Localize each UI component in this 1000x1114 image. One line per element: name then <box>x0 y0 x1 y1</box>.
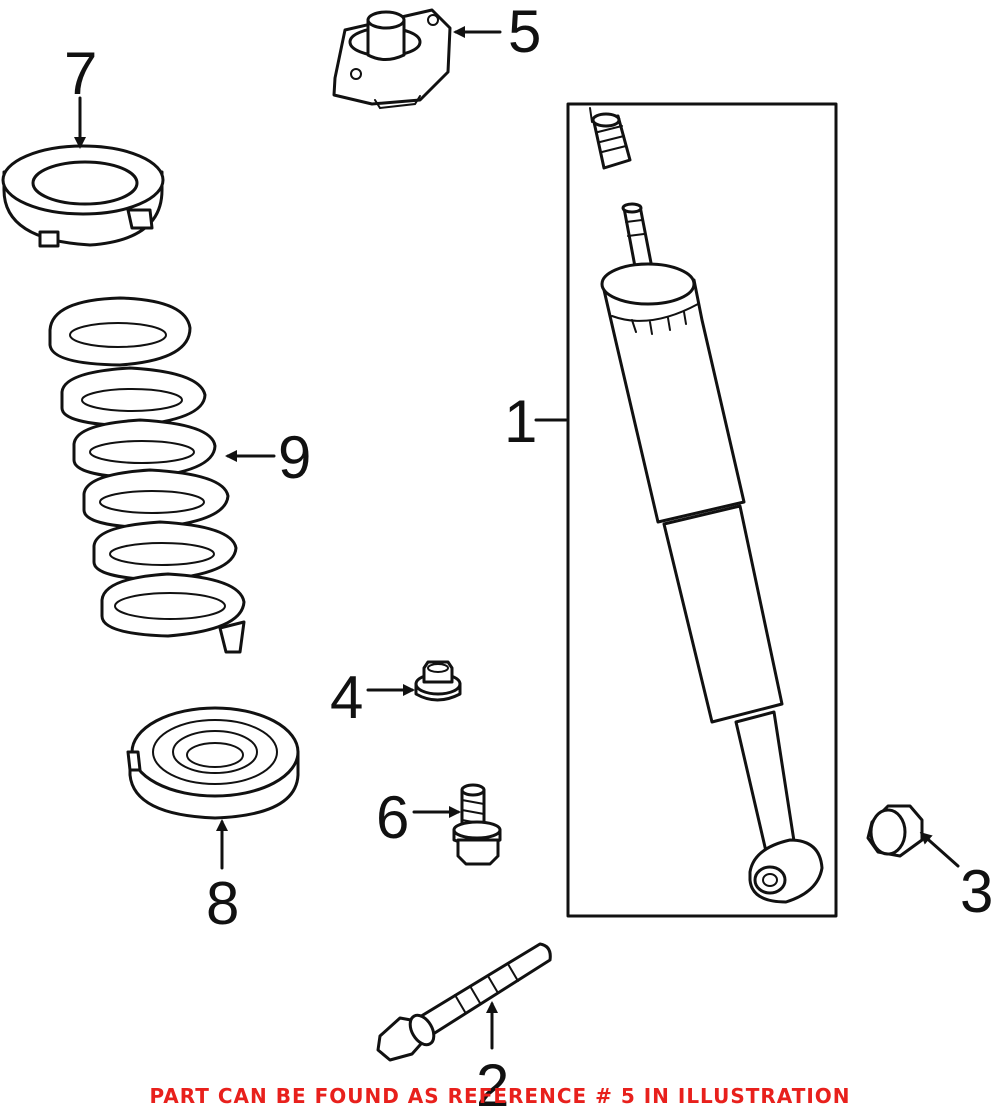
nut-part-4[interactable] <box>414 660 462 702</box>
callout-1: 1 <box>504 388 537 455</box>
callout-9: 9 <box>278 424 311 491</box>
bolt-part-6[interactable] <box>452 783 502 866</box>
arrow-3 <box>919 832 960 868</box>
callout-2: 2 <box>476 1052 509 1114</box>
upper-mount-part-5[interactable] <box>332 8 452 110</box>
part-1-frame <box>566 102 838 918</box>
coil-spring-part-9[interactable] <box>48 296 246 654</box>
nut-part-3[interactable] <box>866 804 924 858</box>
callout-5: 5 <box>508 0 541 65</box>
leader-arrows <box>74 26 960 1050</box>
callout-3: 3 <box>960 858 993 925</box>
callout-4: 4 <box>330 664 363 731</box>
callout-7: 7 <box>64 40 97 107</box>
upper-spring-seat-part-7[interactable] <box>1 144 165 248</box>
shock-absorber-part-1[interactable] <box>566 102 838 918</box>
callout-6: 6 <box>376 784 409 851</box>
long-bolt-part-2[interactable] <box>376 942 552 1062</box>
lower-spring-seat-part-8[interactable] <box>126 706 300 820</box>
reference-caption: PART CAN BE FOUND AS REFERENCE # 5 IN IL… <box>149 1084 850 1108</box>
callout-8: 8 <box>206 870 239 937</box>
